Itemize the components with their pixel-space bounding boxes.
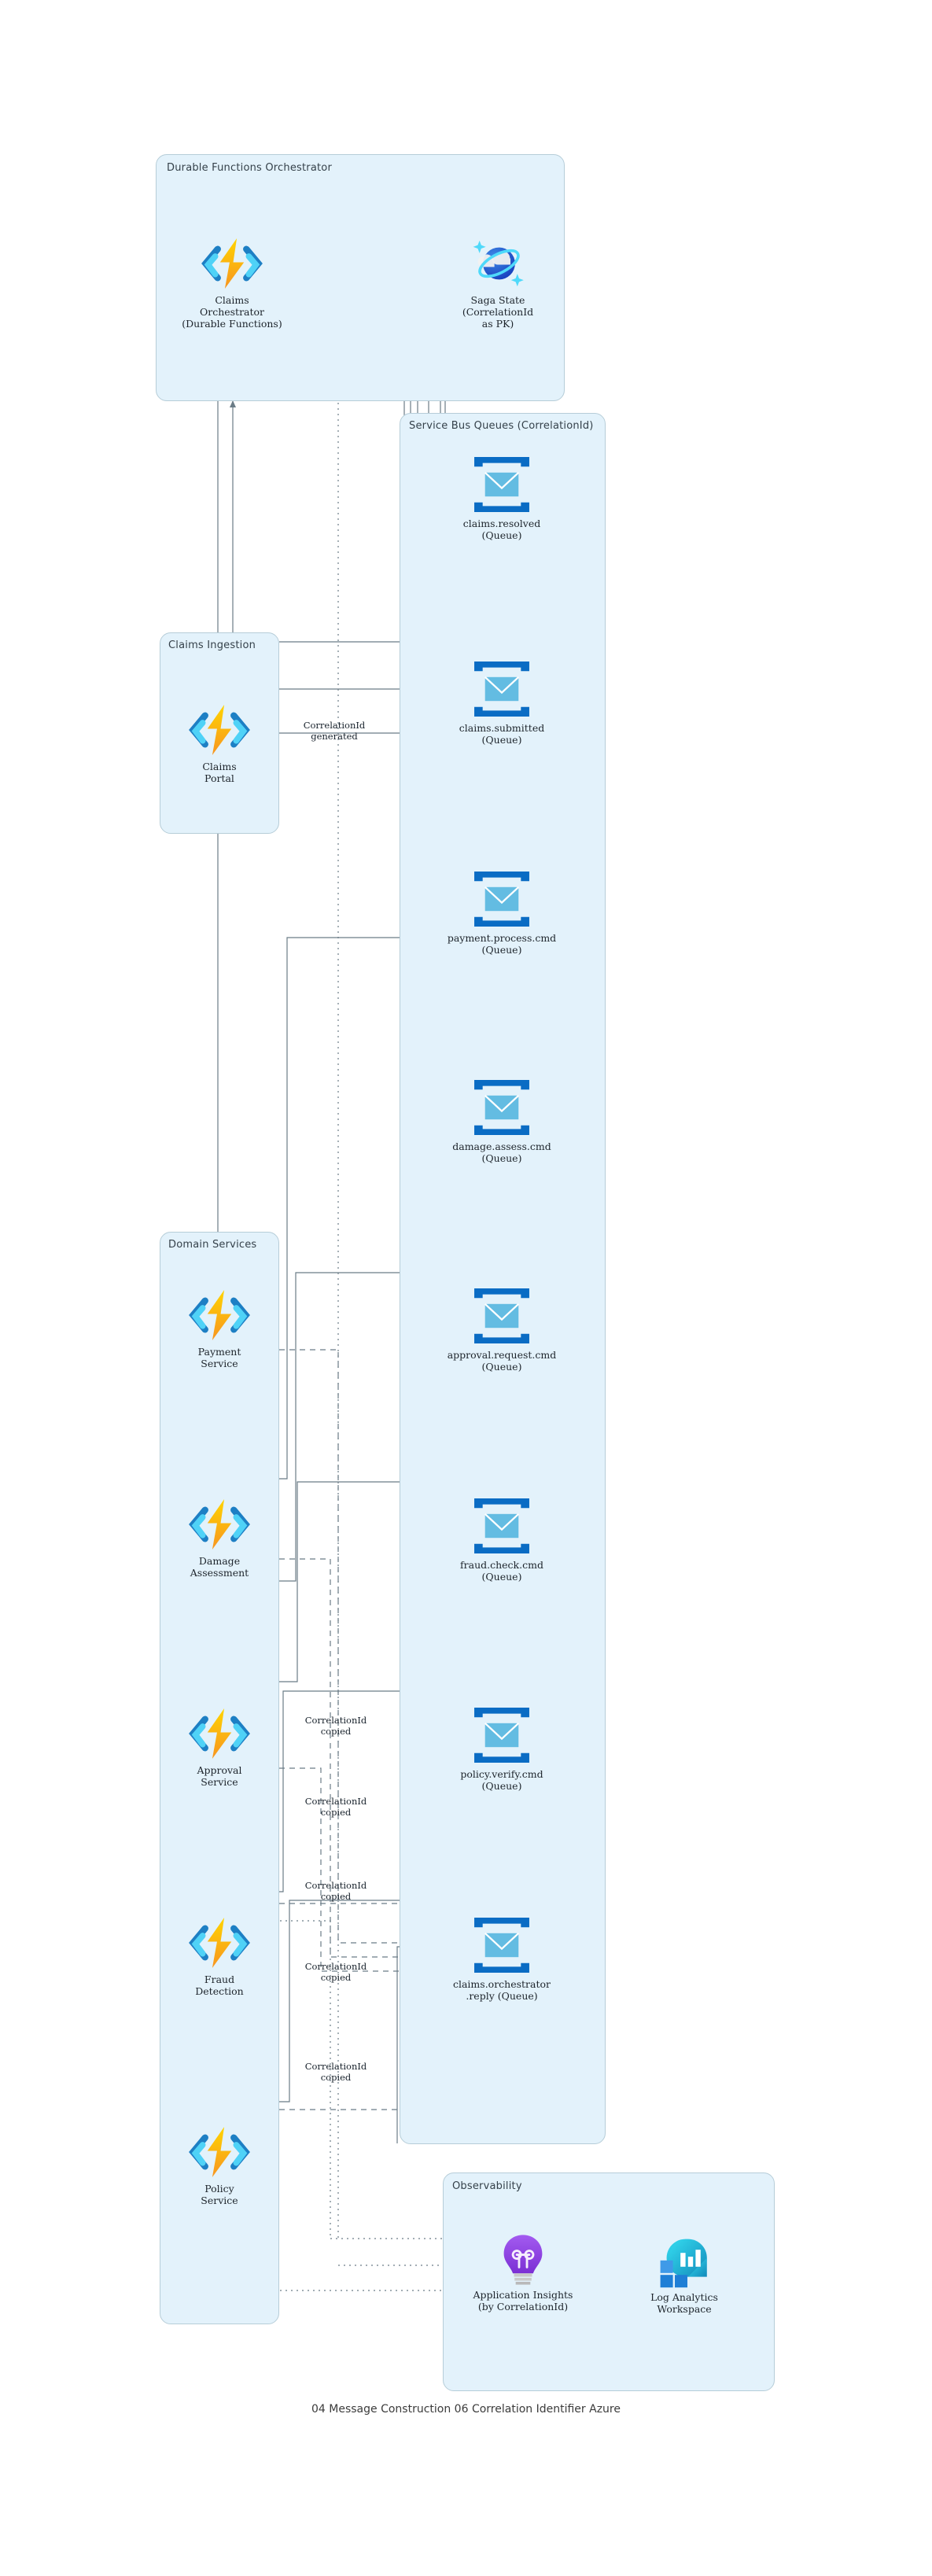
node-application-insights[interactable]: Application Insights (by CorrelationId) [464,2234,582,2313]
node-fraud-detection[interactable]: Fraud Detection [189,1915,250,1997]
edge-label-correlationid-copied-3: CorrelationId copied [304,1880,367,1902]
node-claims-orchestrator[interactable]: Claims Orchestrator (Durable Functions) [181,236,283,330]
queue-icon [472,1915,532,1975]
application-insights-icon [499,2234,547,2286]
node-queue-policy-verify-cmd[interactable]: policy.verify.cmd (Queue) [443,1705,561,1792]
node-label-queue-fraud-check-cmd: fraud.check.cmd (Queue) [460,1559,543,1583]
node-label-log-analytics: Log Analytics Workspace [650,2291,718,2315]
queue-icon [472,659,532,719]
group-title-claims-ingestion: Claims Ingestion [168,639,256,651]
queue-icon [472,455,532,514]
node-policy-service[interactable]: Policy Service [189,2125,250,2206]
node-queue-fraud-check-cmd[interactable]: fraud.check.cmd (Queue) [443,1496,561,1583]
edge-label-correlationid-copied-4: CorrelationId copied [304,1961,367,1983]
node-label-approval-service: Approval Service [197,1764,242,1788]
node-label-policy-service: Policy Service [201,2183,238,2206]
node-queue-claims-submitted[interactable]: claims.submitted (Queue) [448,659,555,746]
node-label-queue-damage-assess-cmd: damage.assess.cmd (Queue) [452,1141,551,1164]
group-service-bus-queues [400,413,606,2144]
node-label-payment-service: Payment Service [197,1346,241,1369]
queue-icon [472,869,532,929]
node-label-queue-payment-process-cmd: payment.process.cmd (Queue) [447,932,557,956]
node-saga-state[interactable]: Saga State (CorrelationId as PK) [455,236,541,330]
group-title-service-bus-queues: Service Bus Queues (CorrelationId) [409,420,594,432]
azure-function-icon [189,1497,250,1552]
group-title-domain-services: Domain Services [168,1239,257,1251]
node-queue-damage-assess-cmd[interactable]: damage.assess.cmd (Queue) [439,1078,565,1164]
node-label-queue-policy-verify-cmd: policy.verify.cmd (Queue) [460,1768,543,1792]
queue-icon [472,1705,532,1765]
node-queue-payment-process-cmd[interactable]: payment.process.cmd (Queue) [439,869,565,956]
node-damage-assessment[interactable]: Damage Assessment [189,1497,250,1579]
edge-label-correlationid-copied-1: CorrelationId copied [304,1715,367,1737]
azure-function-icon [189,702,250,757]
node-label-claims-orchestrator: Claims Orchestrator (Durable Functions) [182,294,282,330]
azure-function-icon [189,1706,250,1761]
diagram-caption: 04 Message Construction 06 Correlation I… [311,2403,621,2416]
group-title-observability: Observability [452,2180,522,2192]
group-observability [443,2172,775,2391]
edge-label-correlationid-copied-5: CorrelationId copied [304,2061,367,2083]
node-label-queue-claims-orchestrator-reply: claims.orchestrator .reply (Queue) [452,1978,551,2002]
node-queue-claims-resolved[interactable]: claims.resolved (Queue) [448,455,555,541]
node-approval-service[interactable]: Approval Service [189,1706,250,1788]
queue-icon [472,1496,532,1556]
node-queue-approval-request-cmd[interactable]: approval.request.cmd (Queue) [436,1286,568,1373]
node-label-saga-state: Saga State (CorrelationId as PK) [462,294,534,330]
azure-function-icon [189,1915,250,1970]
azure-function-icon [189,1288,250,1343]
node-queue-claims-orchestrator-reply[interactable]: claims.orchestrator .reply (Queue) [440,1915,564,2002]
log-analytics-icon [659,2238,709,2288]
node-label-damage-assessment: Damage Assessment [190,1555,249,1579]
azure-function-icon [201,236,263,291]
node-label-application-insights: Application Insights (by CorrelationId) [473,2289,573,2313]
cosmos-db-icon [469,236,527,291]
edge-label-correlationid-copied-2: CorrelationId copied [304,1796,367,1818]
node-label-queue-approval-request-cmd: approval.request.cmd (Queue) [447,1349,557,1373]
node-claims-portal[interactable]: Claims Portal [189,702,250,784]
azure-function-icon [189,2125,250,2180]
node-label-fraud-detection: Fraud Detection [195,1973,244,1997]
node-label-queue-claims-resolved: claims.resolved (Queue) [462,518,541,541]
node-label-claims-portal: Claims Portal [202,761,237,784]
group-title-durable-functions-orchestrator: Durable Functions Orchestrator [167,162,333,174]
queue-icon [472,1286,532,1346]
queue-icon [472,1078,532,1137]
node-label-queue-claims-submitted: claims.submitted (Queue) [459,722,545,746]
node-payment-service[interactable]: Payment Service [189,1288,250,1369]
edge-label-correlationid-generated: CorrelationId generated [303,720,366,742]
node-log-analytics[interactable]: Log Analytics Workspace [637,2238,731,2315]
